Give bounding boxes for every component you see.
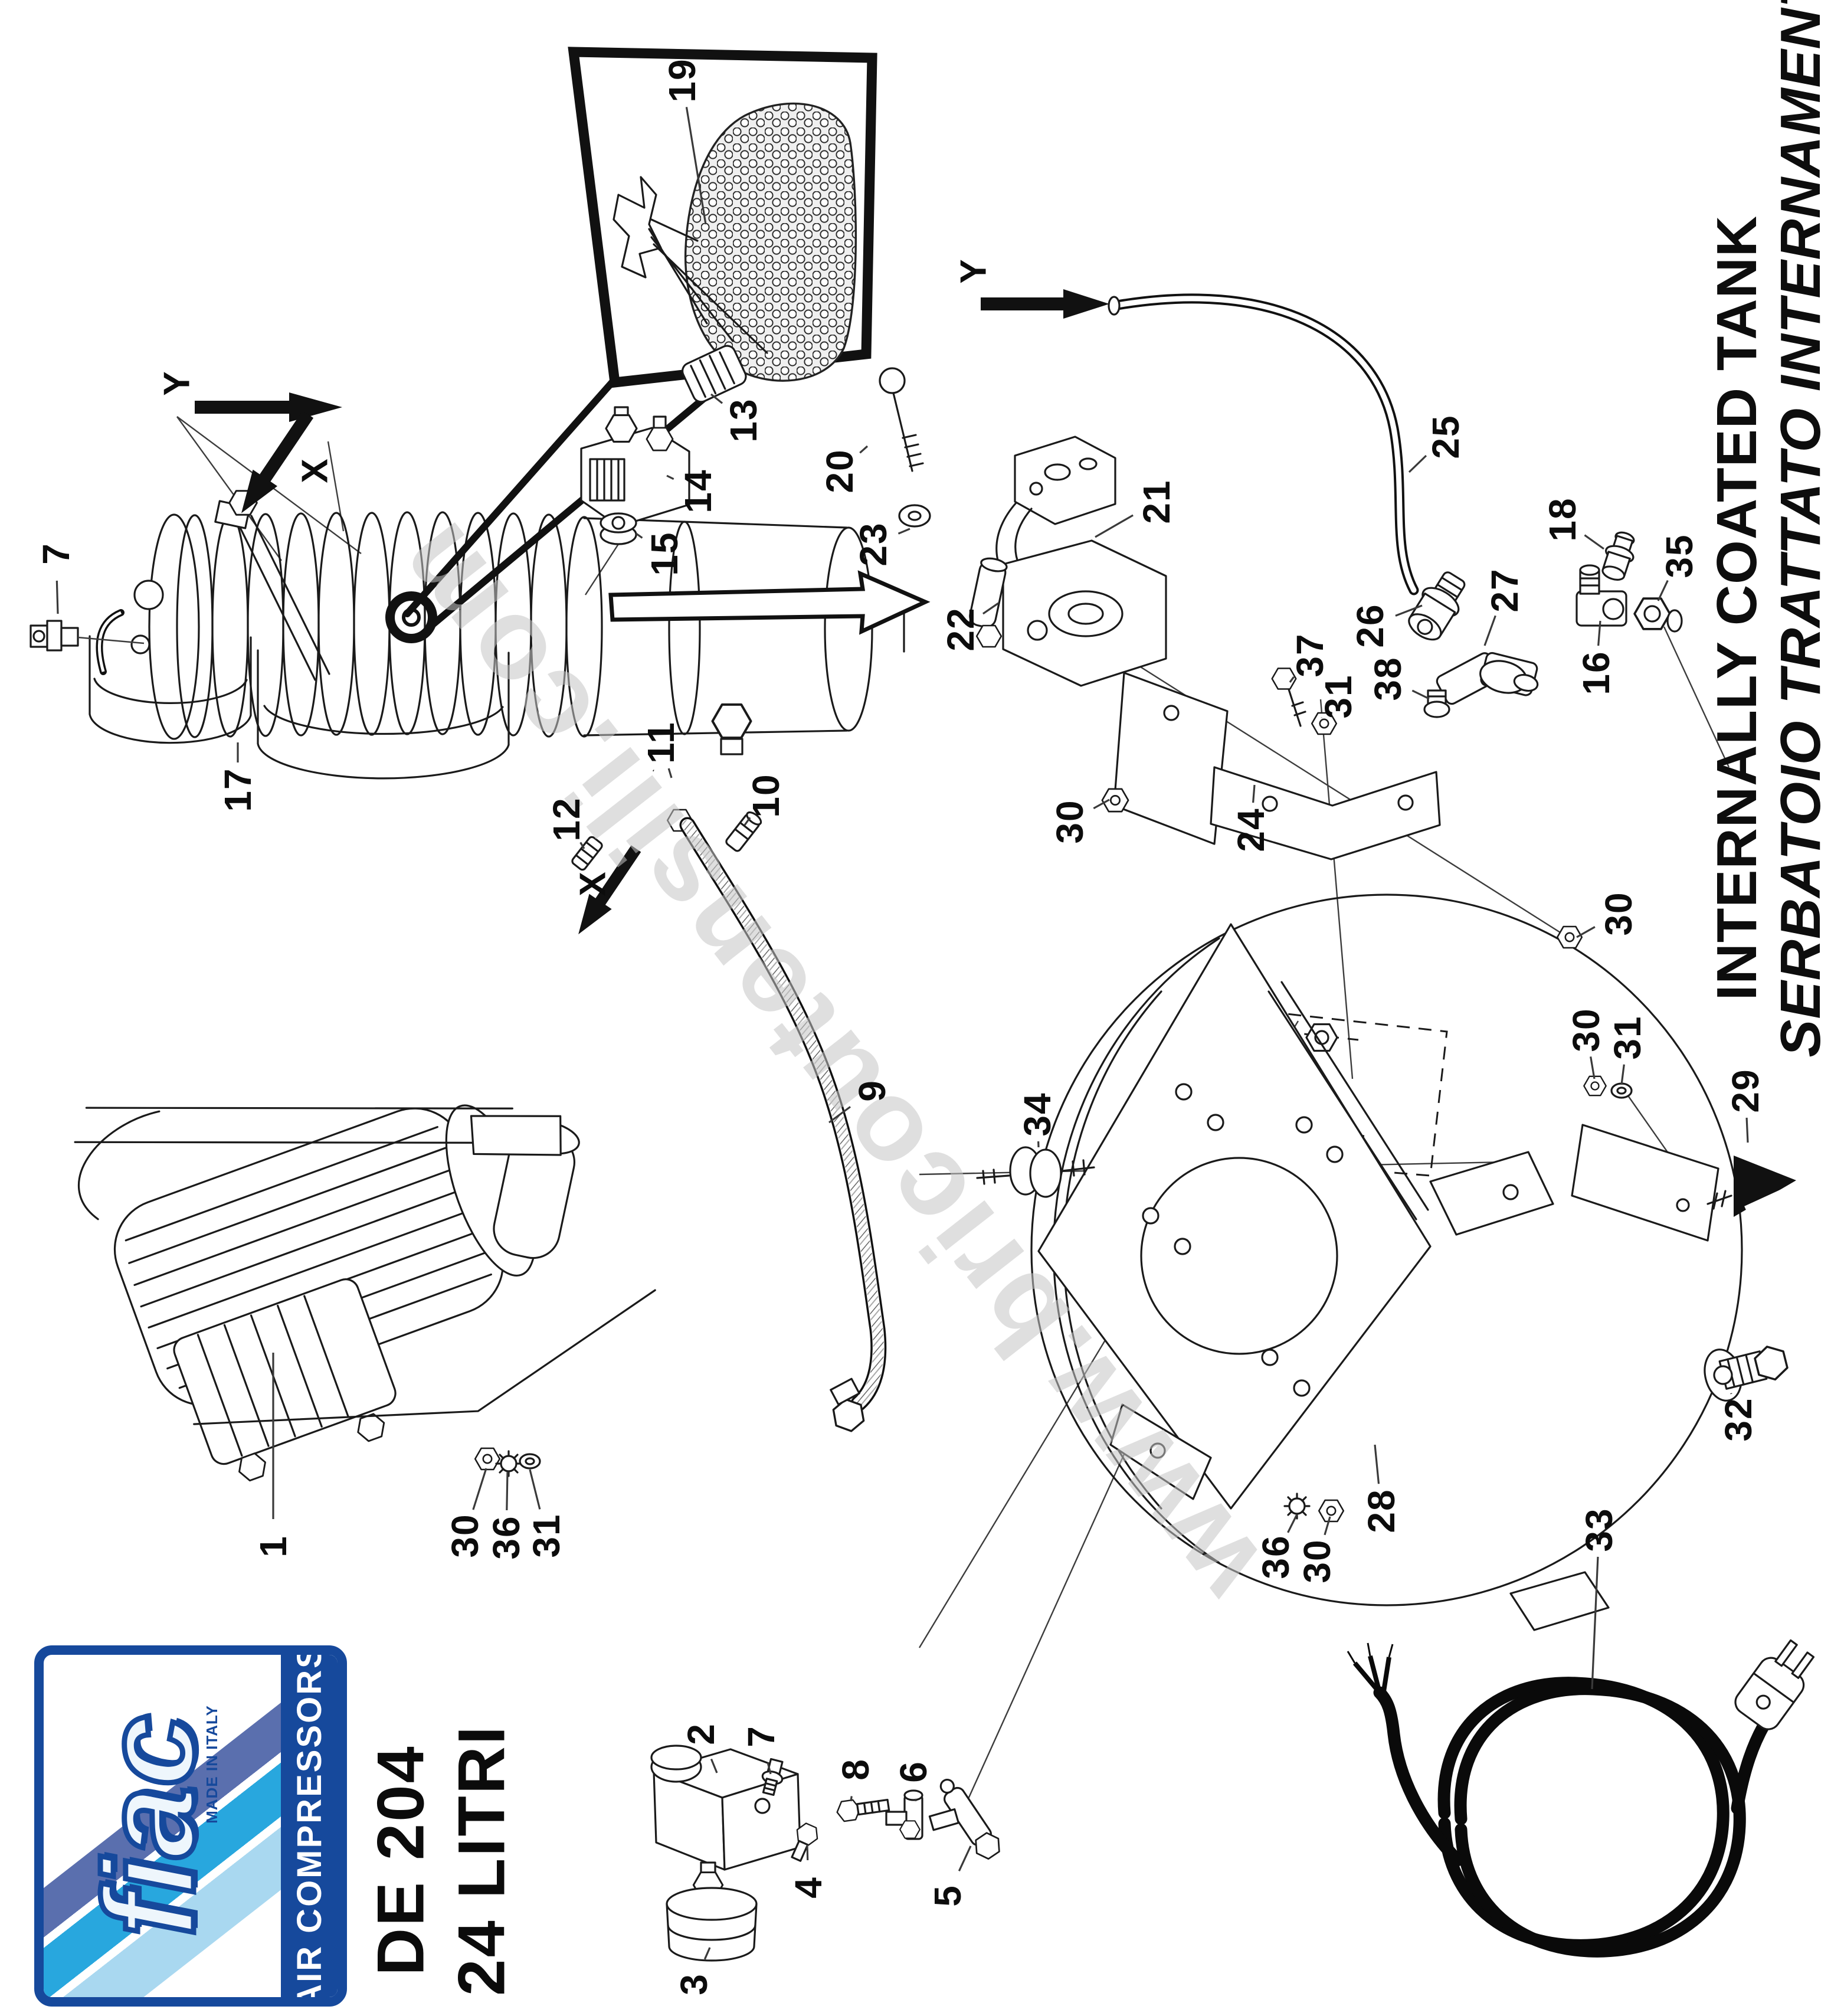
part-label-4: 4 xyxy=(787,1876,830,1899)
drain-plug-32 xyxy=(1704,1342,1791,1402)
arrow-y-mid xyxy=(981,289,1109,319)
part-label-5: 5 xyxy=(926,1884,969,1907)
logo-banner-text: AIR COMPRESSORS xyxy=(290,1645,329,2007)
view-marker-Y: Y xyxy=(156,371,198,396)
quick-fitting-7 xyxy=(30,620,145,652)
part-label-22: 22 xyxy=(939,607,982,652)
nut-35 xyxy=(1633,597,1683,633)
elbow-27 xyxy=(1436,652,1539,705)
model-capacity: 24 LITRI xyxy=(444,1724,518,1996)
tank-group xyxy=(976,894,1796,1631)
part-label-32: 32 xyxy=(1717,1397,1760,1442)
part-label-30: 30 xyxy=(444,1513,486,1558)
direction-arrows xyxy=(195,289,1109,935)
part-label-7: 7 xyxy=(35,542,77,565)
part-label-28: 28 xyxy=(1360,1488,1403,1533)
bolt-washer-group xyxy=(879,367,931,528)
inset-detail-box xyxy=(404,47,877,633)
model-plate: DE 204 24 LITRI xyxy=(361,1724,522,1996)
part-label-34: 34 xyxy=(1016,1092,1059,1137)
fitting-26 xyxy=(1408,571,1466,641)
part-label-14: 14 xyxy=(677,469,719,513)
fitting-18 xyxy=(1601,531,1635,581)
part-label-2: 2 xyxy=(680,1723,722,1745)
part-label-9: 9 xyxy=(851,1079,893,1102)
motor-pump-unit xyxy=(74,1104,656,1484)
part-label-10: 10 xyxy=(745,773,787,818)
part-label-26: 26 xyxy=(1349,603,1391,648)
part-label-37: 37 xyxy=(1289,633,1331,678)
logo-origin-text: MADE IN ITALY xyxy=(203,1705,221,1824)
handle-bracket-29 xyxy=(1571,1124,1796,1242)
part-label-6: 6 xyxy=(892,1760,935,1783)
part-label-12: 12 xyxy=(545,797,588,842)
plug-38 xyxy=(1423,689,1450,718)
part-label-27: 27 xyxy=(1483,568,1526,613)
part-label-38: 38 xyxy=(1367,656,1409,701)
vibration-mount-34 xyxy=(976,1146,1095,1198)
nipple-10 xyxy=(725,811,762,852)
side-caption-english: INTERNALLY COATED TANK xyxy=(1705,215,1768,1001)
valve-5 xyxy=(928,1778,1005,1864)
part-label-13: 13 xyxy=(722,398,765,443)
arrow-y-top xyxy=(195,392,342,422)
part-label-24: 24 xyxy=(1230,807,1272,852)
part-label-36: 36 xyxy=(485,1515,528,1560)
part-label-29: 29 xyxy=(1724,1068,1767,1113)
side-caption-italian: SERBATOIO TRATTATO INTERNAMENTE xyxy=(1769,0,1831,1058)
part-label-20: 20 xyxy=(818,449,861,493)
part-label-31: 31 xyxy=(1606,1015,1649,1060)
arrow-x-mid xyxy=(578,845,641,935)
part-label-16: 16 xyxy=(1575,650,1617,695)
elbow-16 xyxy=(1575,564,1627,627)
see-detail-arrow xyxy=(608,570,931,635)
pressure-switch-group xyxy=(650,1745,1005,1962)
view-marker-X: X xyxy=(572,872,614,896)
part-label-8: 8 xyxy=(834,1758,877,1781)
discharge-tube-group xyxy=(1108,293,1683,718)
part-label-36: 36 xyxy=(1254,1534,1297,1579)
part-label-33: 33 xyxy=(1578,1507,1620,1552)
grub-12 xyxy=(571,836,603,871)
part-label-25: 25 xyxy=(1424,414,1467,459)
tee-6 xyxy=(885,1789,923,1840)
part-label-3: 3 xyxy=(673,1973,715,1995)
part-label-35: 35 xyxy=(1658,534,1701,578)
braided-hose-group xyxy=(571,767,887,1435)
part-label-1: 1 xyxy=(252,1535,294,1557)
fiac-logo: fiac MADE IN ITALY AIR COMPRESSORS xyxy=(34,1645,347,2007)
power-cable-group xyxy=(1347,1639,1815,1958)
view-marker-Y: Y xyxy=(953,259,994,284)
part-label-31: 31 xyxy=(1317,674,1360,719)
part-label-7: 7 xyxy=(740,1725,782,1747)
model-name: DE 204 xyxy=(363,1745,438,1976)
part-label-19: 19 xyxy=(661,58,703,103)
logo-banner: AIR COMPRESSORS xyxy=(281,1655,338,1997)
arrow-x-top xyxy=(241,410,314,513)
part-label-30: 30 xyxy=(1296,1539,1338,1583)
part-label-15: 15 xyxy=(643,531,686,576)
part-label-23: 23 xyxy=(852,522,895,567)
part-label-30: 30 xyxy=(1565,1007,1607,1052)
power-plug xyxy=(1734,1639,1815,1730)
part-label-31: 31 xyxy=(525,1513,568,1558)
logo-brand-text: fiac xyxy=(76,1713,224,1940)
screw-4 xyxy=(791,1820,822,1862)
leader-lines xyxy=(55,107,1749,1960)
part-label-30: 30 xyxy=(1597,891,1640,936)
part-label-21: 21 xyxy=(1135,479,1178,524)
part-label-17: 17 xyxy=(217,767,259,812)
unloader-valve-group xyxy=(969,436,1167,687)
view-marker-X: X xyxy=(294,459,336,483)
part-label-11: 11 xyxy=(640,721,682,764)
intake-filter-3 xyxy=(666,1861,758,1962)
mount-bracket-group xyxy=(1102,667,1441,860)
part-label-30: 30 xyxy=(1049,799,1091,844)
nipple-8 xyxy=(835,1798,890,1823)
part-label-18: 18 xyxy=(1541,497,1584,542)
pilot-valve-group xyxy=(580,345,747,545)
